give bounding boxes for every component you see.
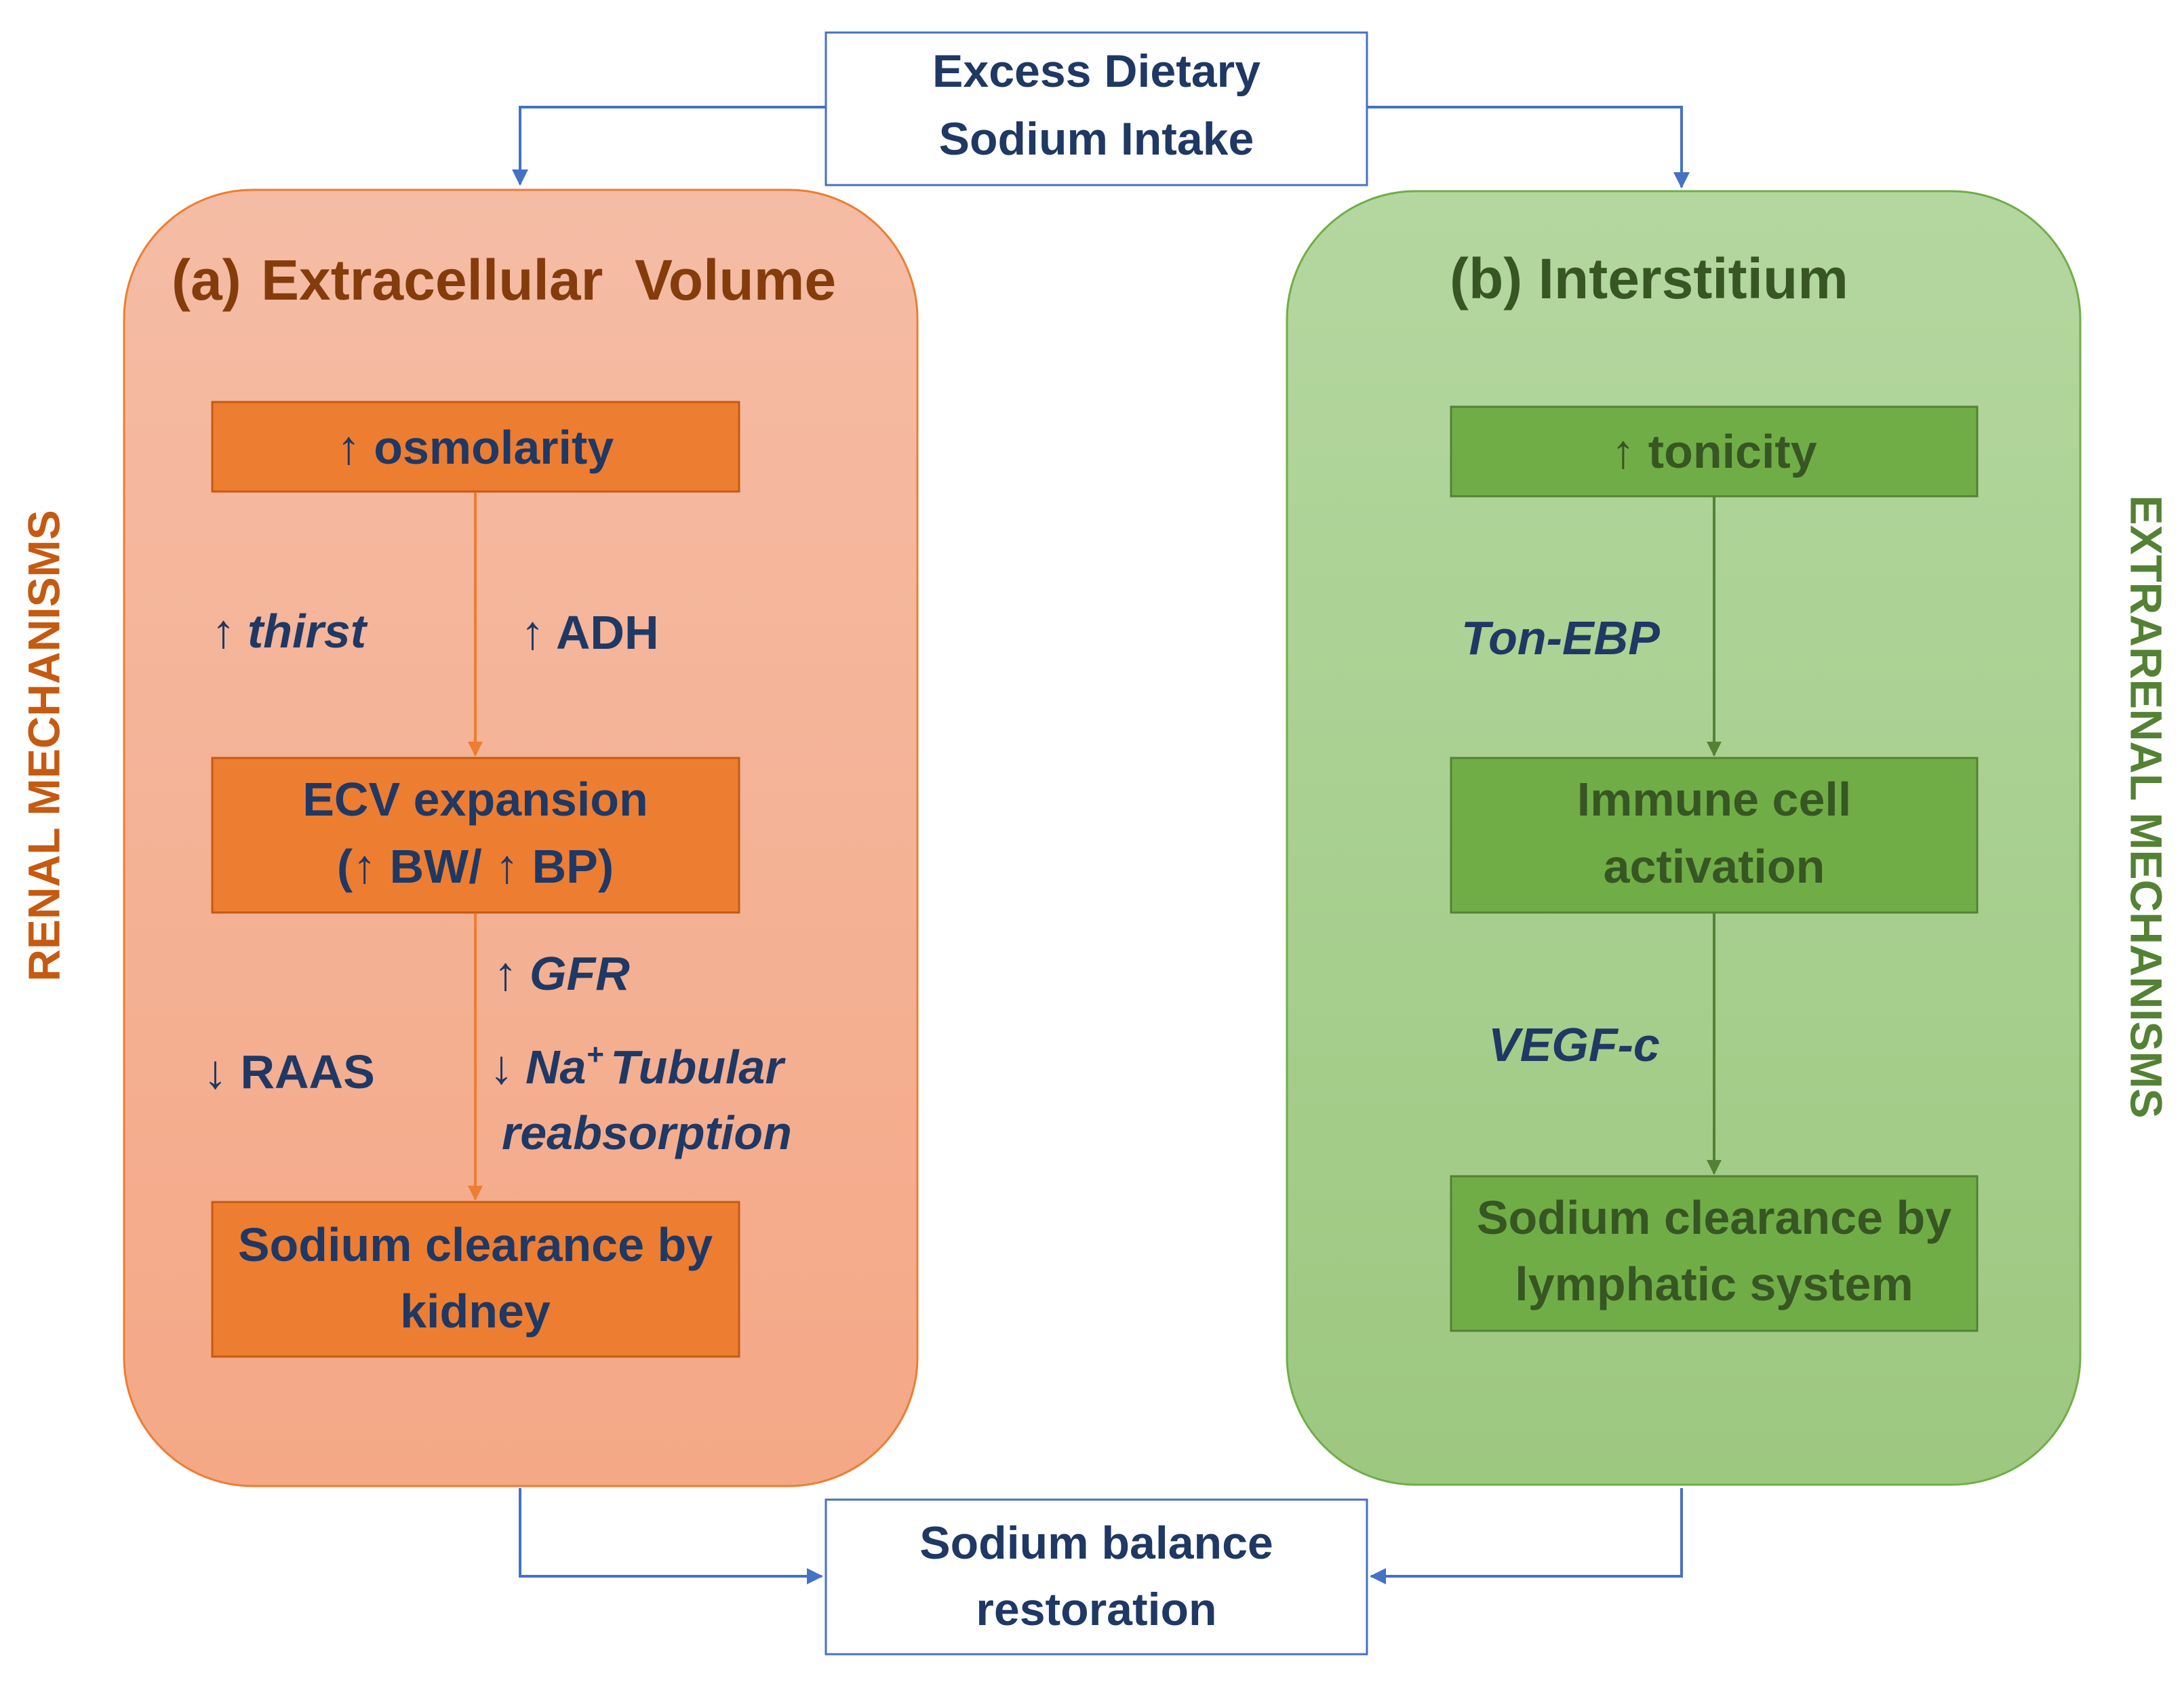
osmolarity-box (211, 401, 740, 493)
kidney-clearance-box (211, 1201, 740, 1358)
na-text: Na (525, 1041, 586, 1094)
kidney-clearance-line1: Sodium clearance by (238, 1218, 713, 1271)
lymphatic-clearance-line2: lymphatic system (1515, 1258, 1913, 1310)
excess-sodium-line2: Sodium Intake (939, 113, 1254, 165)
gfr-label: ↑GFR (494, 947, 630, 1000)
immune-cell-line1: Immune cell (1577, 773, 1852, 826)
kidney-clearance-line2: kidney (400, 1285, 551, 1338)
immune-cell-box (1450, 757, 1979, 914)
tonicity-box (1450, 405, 1979, 498)
panel-b-title: (b) Interstitium (1450, 247, 1848, 311)
connector-top-right (1367, 106, 1690, 188)
panel-a-title: Extracellular Volume (261, 248, 836, 312)
gfr-text: GFR (530, 947, 630, 1000)
ecv-expansion-box (211, 757, 740, 914)
thirst-text: thirst (247, 605, 368, 658)
na-superscript: + (586, 1038, 603, 1071)
panel-a-title-prefix: (a) (172, 248, 241, 312)
osmolarity-label: ↑ osmolarity (337, 421, 614, 474)
immune-cell-line2: activation (1604, 840, 1825, 893)
tonicity-label: ↑ tonicity (1611, 425, 1816, 478)
vegf-c-label: VEGF-c (1488, 1018, 1660, 1071)
adh-label: ↑ ADH (521, 606, 659, 659)
gfr-arrow: ↑ (494, 947, 517, 1000)
reabsorption-label: reabsorption (502, 1106, 792, 1159)
excess-sodium-line1: Excess Dietary (932, 45, 1260, 97)
connector-top-left (512, 106, 826, 186)
ecv-expansion-line2: (↑ BW/ ↑ BP) (337, 840, 614, 893)
renal-mechanisms-label: RENAL MECHANISMS (18, 510, 68, 981)
sodium-balance-line2: restoration (976, 1584, 1216, 1635)
connector-bottom-right (1370, 1488, 1683, 1584)
na-arrow: ↓ (490, 1041, 513, 1094)
raas-label: ↓ RAAS (203, 1045, 375, 1098)
sodium-balance-box (825, 1498, 1368, 1656)
extrarenal-mechanisms-label: EXTRARENAL MECHANISMS (2122, 495, 2172, 1118)
ton-ebp-label: Ton-EBP (1461, 612, 1660, 664)
ecv-expansion-line1: ECV expansion (302, 773, 648, 826)
sodium-balance-line1: Sodium balance (919, 1517, 1273, 1569)
lymphatic-clearance-box (1450, 1175, 1979, 1332)
na-tubular-label: ↓Na+Tubular (490, 1038, 786, 1094)
excess-sodium-box (825, 31, 1368, 186)
thirst-label: ↑thirst (212, 605, 368, 658)
lymphatic-clearance-line1: Sodium clearance by (1477, 1191, 1951, 1244)
thirst-arrow: ↑ (212, 605, 235, 658)
connector-bottom-left (519, 1488, 823, 1584)
tubular-text: Tubular (610, 1041, 786, 1094)
